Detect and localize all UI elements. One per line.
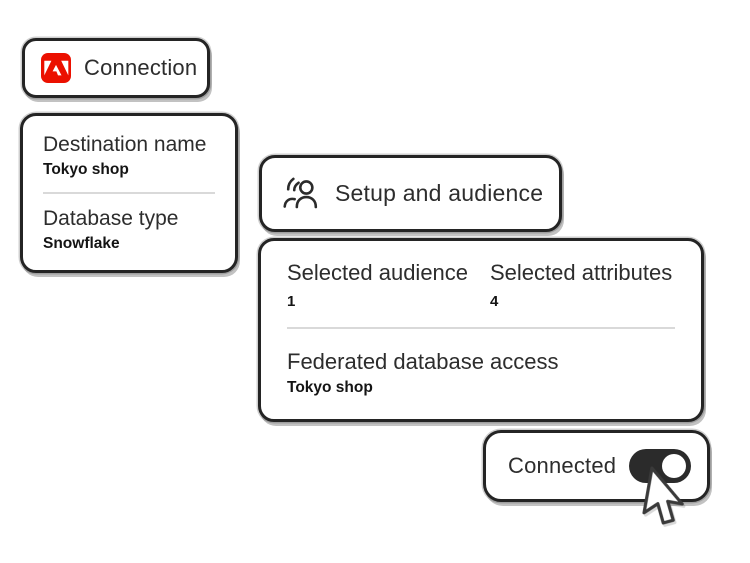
- setup-audience-card: Setup and audience: [259, 155, 562, 232]
- database-type-label: Database type: [43, 207, 179, 230]
- federated-access-value: Tokyo shop: [287, 379, 373, 396]
- selected-audience-stat: Selected audience 1: [287, 259, 490, 310]
- connected-label: Connected: [508, 453, 617, 478]
- destination-name-field: Destination name Tokyo shop: [43, 131, 215, 179]
- setup-audience-title: Setup and audience: [335, 180, 544, 206]
- audience-icon: [283, 177, 318, 208]
- audience-details-card: Selected audience 1 Selected attributes …: [258, 238, 704, 422]
- selected-audience-value: 1: [287, 293, 296, 310]
- toggle-knob: [662, 454, 686, 478]
- selected-audience-label: Selected audience: [287, 260, 469, 285]
- database-type-value: Snowflake: [43, 235, 120, 252]
- connected-toggle[interactable]: [629, 449, 691, 483]
- destination-card: Destination name Tokyo shop Database typ…: [20, 113, 238, 273]
- divider: [43, 192, 215, 194]
- connection-status-card: Connected: [483, 430, 710, 502]
- selected-attributes-label: Selected attributes: [490, 260, 673, 285]
- federated-access-label: Federated database access: [287, 349, 559, 374]
- destination-name-value: Tokyo shop: [43, 161, 129, 178]
- stats-row: Selected audience 1 Selected attributes …: [287, 259, 675, 310]
- destination-name-label: Destination name: [43, 133, 207, 156]
- divider: [287, 327, 675, 329]
- federated-access-field: Federated database access Tokyo shop: [287, 348, 675, 397]
- adobe-logo-icon: [41, 53, 71, 83]
- connection-title: Connection: [84, 55, 198, 80]
- database-type-field: Database type Snowflake: [43, 205, 215, 253]
- connection-card: Connection: [22, 38, 210, 98]
- selected-attributes-stat: Selected attributes 4: [490, 259, 672, 310]
- selected-attributes-value: 4: [490, 293, 499, 310]
